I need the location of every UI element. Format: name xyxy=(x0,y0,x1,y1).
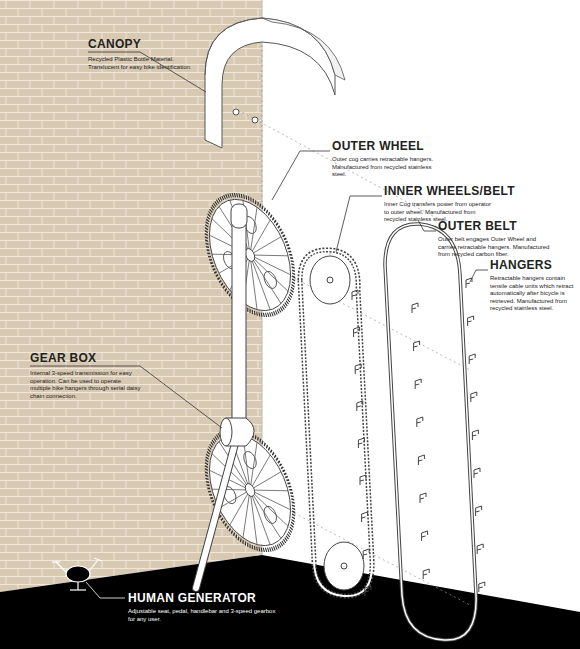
part-description: Outer cog carries retractable hangers. M… xyxy=(332,156,437,179)
hanger-hook xyxy=(363,549,369,559)
leader-lines xyxy=(30,52,488,598)
outer-belt xyxy=(385,224,476,640)
hanger-hook xyxy=(479,582,485,592)
wheel-spoke xyxy=(250,490,257,545)
human-generator-figure xyxy=(52,558,102,590)
wheel-spoke xyxy=(250,490,270,545)
hanger-hook xyxy=(472,430,478,440)
part-description: Adjustable seat, pedal, handlebar and 3-… xyxy=(128,608,278,623)
inner-belt xyxy=(300,250,372,596)
hanger-hook xyxy=(423,569,429,579)
wheel-spoke xyxy=(250,237,288,273)
hanger-hook xyxy=(468,316,474,326)
hanger-hook xyxy=(477,544,483,554)
part-label: HUMAN GENERATOR xyxy=(128,592,256,605)
part-label: OUTER BELT xyxy=(438,220,517,233)
part-label: CANOPY xyxy=(88,38,141,51)
wheel-cutout xyxy=(264,269,276,291)
wheel-spoke xyxy=(250,255,270,310)
hanger-hook xyxy=(469,354,475,364)
wheel-spoke xyxy=(250,490,288,526)
hanger-hook xyxy=(420,493,426,503)
part-description: Recycled Plastic Bottle Material. Transl… xyxy=(88,56,198,71)
wheel-spoke xyxy=(250,457,281,506)
hanger-hook xyxy=(474,468,480,478)
hanger-hook xyxy=(417,417,423,427)
part-label: GEAR BOX xyxy=(30,352,96,365)
hanger-hook xyxy=(365,586,371,596)
part-label: OUTER WHEEL xyxy=(332,140,424,153)
hanger-hook xyxy=(414,341,420,351)
hanger-hook xyxy=(360,475,366,485)
hanger-hook xyxy=(476,506,482,516)
part-description: Outer belt engages Outer Wheel and carri… xyxy=(438,236,550,259)
floor xyxy=(0,555,580,649)
wheel-cutout xyxy=(264,504,276,526)
brick-wall xyxy=(0,0,262,592)
hanger-hook xyxy=(358,438,364,448)
wheel-cutout xyxy=(244,449,256,471)
part-label: INNER WHEELS/BELT xyxy=(384,185,515,198)
hanger-hook xyxy=(418,455,424,465)
hanger-hook xyxy=(422,531,428,541)
wheel-spoke xyxy=(250,472,288,508)
hanger-hook xyxy=(362,512,368,522)
hanger-hook xyxy=(412,303,418,313)
part-label: HANGERS xyxy=(490,259,552,272)
hanger-hook xyxy=(352,290,358,300)
hanger-hook xyxy=(354,327,360,337)
hanger-hook xyxy=(357,401,363,411)
part-description: Retractable hangers contain tensile cabl… xyxy=(490,275,574,313)
canopy-illustration xyxy=(205,18,345,148)
wheel-spoke xyxy=(250,255,288,291)
wheel-spoke xyxy=(250,222,281,271)
hangers xyxy=(352,278,485,596)
part-description: Internal 3-speed transmission for easy o… xyxy=(30,370,142,400)
wheel-spoke xyxy=(250,255,257,310)
hanger-hook xyxy=(471,392,477,402)
support-pole xyxy=(196,204,254,588)
hanger-hook xyxy=(355,364,361,374)
hanger-hook xyxy=(415,379,421,389)
